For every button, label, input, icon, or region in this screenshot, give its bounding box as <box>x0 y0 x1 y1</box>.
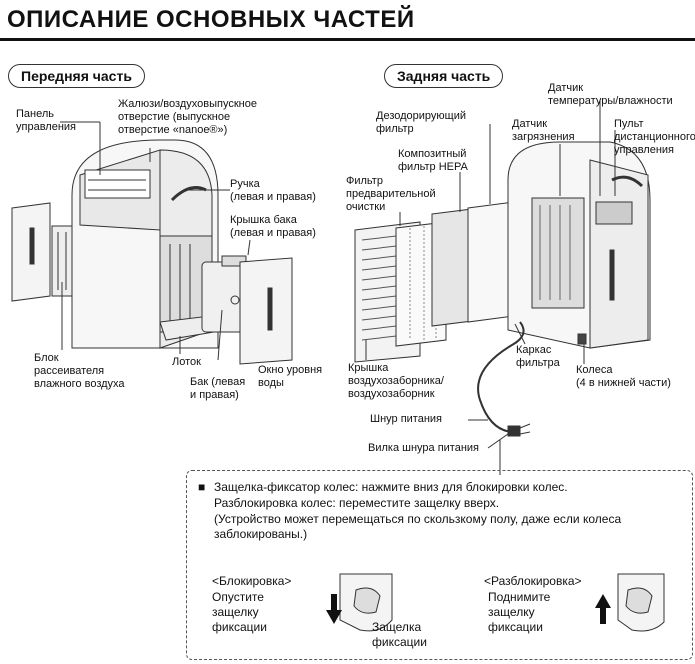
handle-shape <box>170 186 207 202</box>
page-title: ОПИСАНИЕ ОСНОВНЫХ ЧАСТЕЙ <box>7 6 415 33</box>
rear-heading: Задняя часть <box>384 64 504 88</box>
deodor-filter <box>467 201 515 323</box>
unlock-title: <Разблокировка> <box>484 574 582 588</box>
wheel <box>577 333 587 345</box>
note-line2: Разблокировка колес: переместите защелку… <box>214 496 500 510</box>
label-power-cord: Шнур питания <box>370 413 443 425</box>
front-control-display <box>84 169 151 199</box>
note-bullet: ■ <box>198 480 206 494</box>
label-power-plug: Вилка шнура питания <box>368 442 480 454</box>
label-remote-receiver: Пульт дистанционного управления <box>614 118 695 156</box>
label-tank-cover: Крышка бака (левая и правая) <box>230 214 316 239</box>
label-filter-frame: Каркас фильтра <box>516 344 560 369</box>
label-louver: Жалюзи/воздуховыпускное отверстие (выпус… <box>118 98 257 136</box>
unlock-text: Поднимите защелку фиксации <box>488 590 551 634</box>
label-deodor-filter: Дезодорирующий фильтр <box>376 110 467 135</box>
label-sensor-temp: Датчик температуры/влажности <box>548 82 673 107</box>
label-dust-sensor: Датчик загрязнения <box>512 118 575 143</box>
lock-title: <Блокировка> <box>212 574 292 588</box>
filter-frame-window <box>531 197 585 309</box>
label-prefilter: Фильтр предварительной очистки <box>346 175 436 213</box>
lock-callout: Защелка фиксации <box>372 620 427 649</box>
down-arrow-icon <box>326 594 342 624</box>
label-handle: Ручка (левая и правая) <box>230 178 316 203</box>
title-rule <box>0 38 695 41</box>
label-intake-cover: Крышка воздухозаборника/ воздухозаборник <box>348 362 444 400</box>
label-water-window: Окно уровня воды <box>258 364 323 389</box>
front-heading: Передняя часть <box>8 64 145 88</box>
power-cord <box>477 321 525 433</box>
note-line3: (Устройство может перемещаться по скольз… <box>214 512 622 541</box>
note-line1: Защелка-фиксатор колес: нажмите вниз для… <box>214 480 568 494</box>
label-hepa: Композитный фильтр HEPA <box>398 148 468 173</box>
label-tray: Лоток <box>172 356 201 368</box>
up-arrow-icon <box>595 594 611 624</box>
wheel-lock-note-box <box>186 470 693 660</box>
front-right-tank-cover <box>239 257 293 365</box>
label-control-panel: Панель управления <box>16 108 76 133</box>
label-humidifier-unit: Блок рассеивателя влажного воздуха <box>34 352 125 390</box>
sensor-panel <box>595 201 633 225</box>
label-tank: Бак (левая и правая) <box>190 376 246 401</box>
lock-text: Опустите защелку фиксации <box>212 590 267 634</box>
power-plug <box>507 425 521 437</box>
label-wheels: Колеса (4 в нижней части) <box>576 364 671 389</box>
